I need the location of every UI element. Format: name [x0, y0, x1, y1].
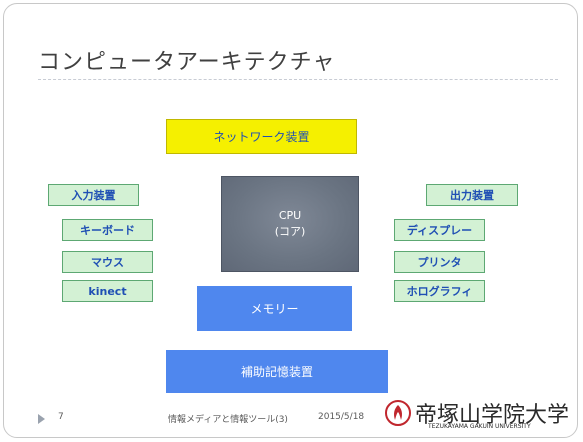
input-devices-header: 入力装置 [48, 184, 139, 206]
output-item-display: ディスプレー [394, 219, 485, 241]
title-divider [38, 79, 558, 80]
page-number: 7 [58, 412, 64, 422]
input-item-kinect: kinect [62, 280, 153, 302]
storage-box: 補助記憶装置 [166, 350, 388, 393]
footer-bullet-icon [38, 414, 45, 424]
course-title: 情報メディアと情報ツール(3) [168, 415, 288, 425]
cpu-core-label: (コア) [274, 225, 306, 238]
cpu-label: CPU [278, 209, 302, 222]
university-name-english: TEZUKAYAMA GAKUIN UNIVERSITY [428, 423, 531, 430]
output-item-printer: プリンタ [394, 251, 485, 273]
university-name: 帝塚山学院大学 [415, 403, 570, 428]
input-item-keyboard: キーボード [62, 219, 153, 241]
slide-title: コンピュータアーキテクチャ [38, 50, 336, 75]
slide-date: 2015/5/18 [318, 412, 365, 422]
output-item-holography: ホログラフィ [394, 280, 485, 302]
cpu-box: CPU (コア) [221, 176, 359, 272]
input-item-mouse: マウス [62, 251, 153, 273]
university-seal-icon [385, 400, 411, 426]
memory-box: メモリー [197, 286, 352, 331]
network-device-box: ネットワーク装置 [166, 119, 357, 154]
output-devices-header: 出力装置 [426, 184, 518, 206]
slide-frame [3, 3, 578, 438]
